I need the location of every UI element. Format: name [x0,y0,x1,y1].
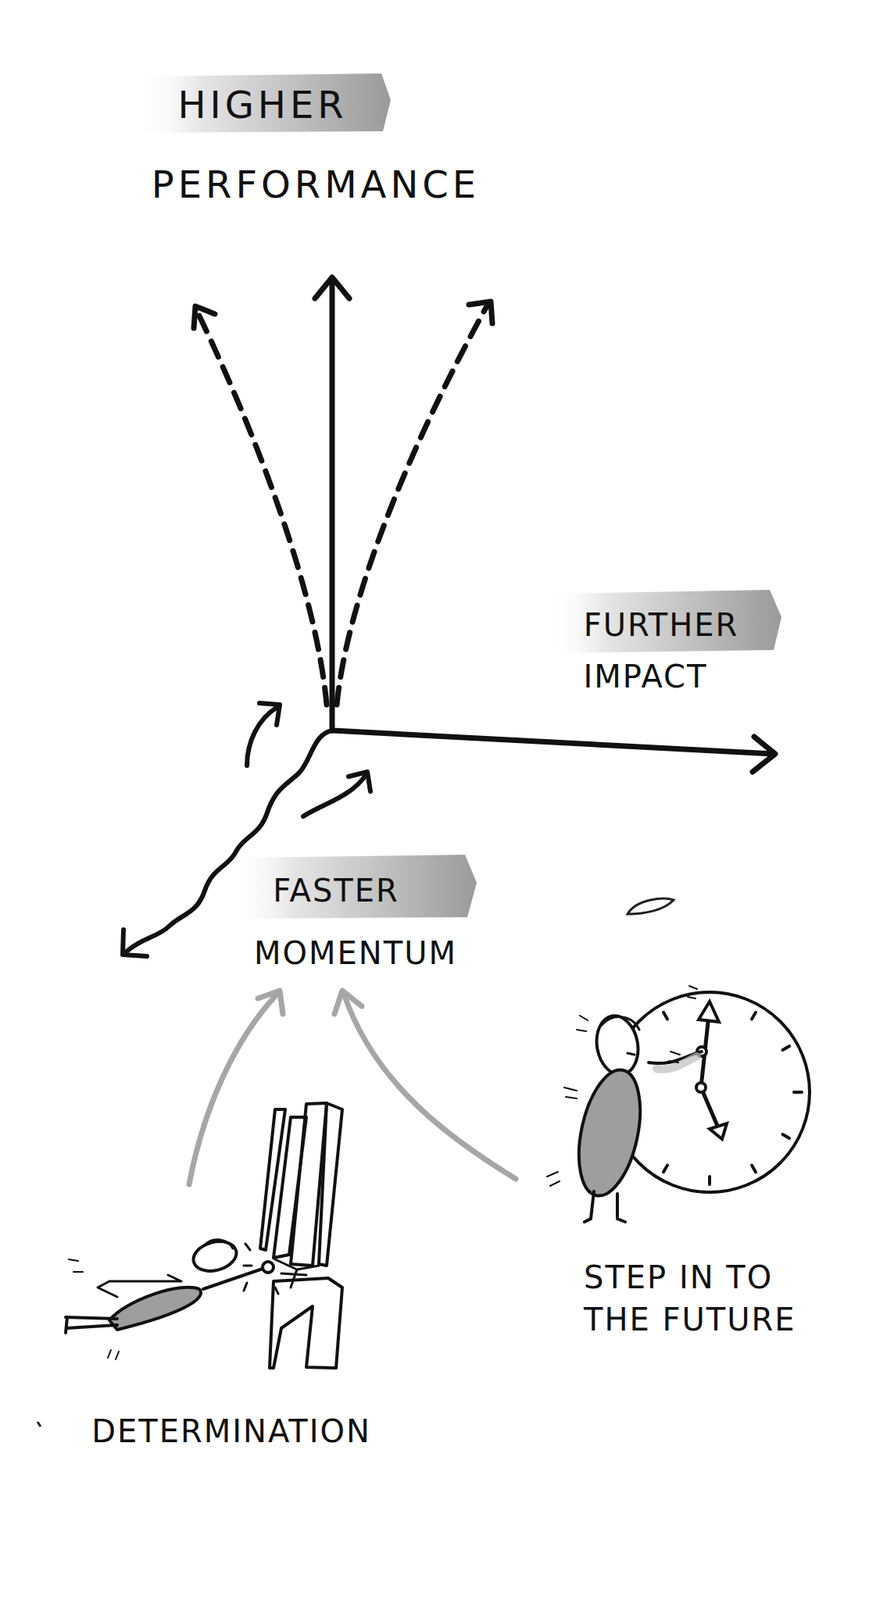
clock-tick [751,1012,756,1020]
body [568,1064,651,1202]
legs [65,1317,118,1334]
wall-shard [318,1103,343,1266]
arrowhead [259,703,280,726]
clock-tick [663,1012,668,1020]
grey-arrow-head [257,990,283,1015]
clock-pivot [696,1083,706,1093]
clock-tick [663,1165,668,1173]
wall-shard [269,1278,343,1369]
dashed-curve [336,304,488,705]
axis-label: FURTHER [583,604,740,647]
clock-tick [783,1134,791,1139]
cap [204,1240,233,1249]
axis-label: IMPACT [583,655,709,698]
highlight-band [136,73,391,133]
arrowhead [348,772,371,792]
clock-hand [700,1087,720,1132]
curved-arrow [246,707,278,766]
cap [601,1017,640,1030]
grey-arrow [343,994,516,1180]
arrowhead [122,929,147,957]
wall-shard [260,1109,286,1251]
caption-label: STEP IN TO THE FUTURE [583,1256,842,1342]
dashed-curve [196,311,327,705]
clock-figure [547,986,810,1223]
head [592,1012,643,1079]
clock-tick [708,1176,712,1185]
clock-ticks [617,1012,802,1185]
arrowhead [193,306,215,329]
leg [617,1194,626,1223]
clock-tick [751,1165,756,1173]
caption-label: DETERMINATION [91,1410,372,1453]
wavy-axis [126,730,333,952]
motion-lines [68,1259,119,1360]
clock-hand-head [698,1001,719,1023]
head [189,1237,240,1276]
axis-line [332,730,774,755]
scribble [37,1422,41,1427]
axis-label: FASTER [272,869,400,912]
arrowhead [752,736,776,773]
scribble [627,898,674,915]
face [627,1053,635,1055]
axis-line [329,279,336,731]
curved-arrow [303,775,366,817]
axis-label: MOMENTUM [253,932,458,975]
grey-arrow [189,994,278,1185]
crack-lines [275,1259,319,1288]
grey-arrow-head [334,990,362,1015]
heading-word: HIGHER [177,79,347,131]
impact-point [262,1262,274,1274]
wall-shard [273,1117,307,1259]
clock-tick [793,1090,802,1095]
highlight-band [547,590,782,654]
clock-tick [783,1046,791,1051]
clock-hand-head [709,1123,727,1140]
leg [584,1191,594,1223]
motion-lines [547,986,698,1187]
heading-word: PERFORMANCE [151,159,480,211]
cape [97,1275,182,1298]
body [109,1287,201,1331]
determination-figure [65,1103,343,1369]
highlight-band [229,854,477,920]
arrowhead [468,301,493,324]
arrowhead [314,277,350,299]
